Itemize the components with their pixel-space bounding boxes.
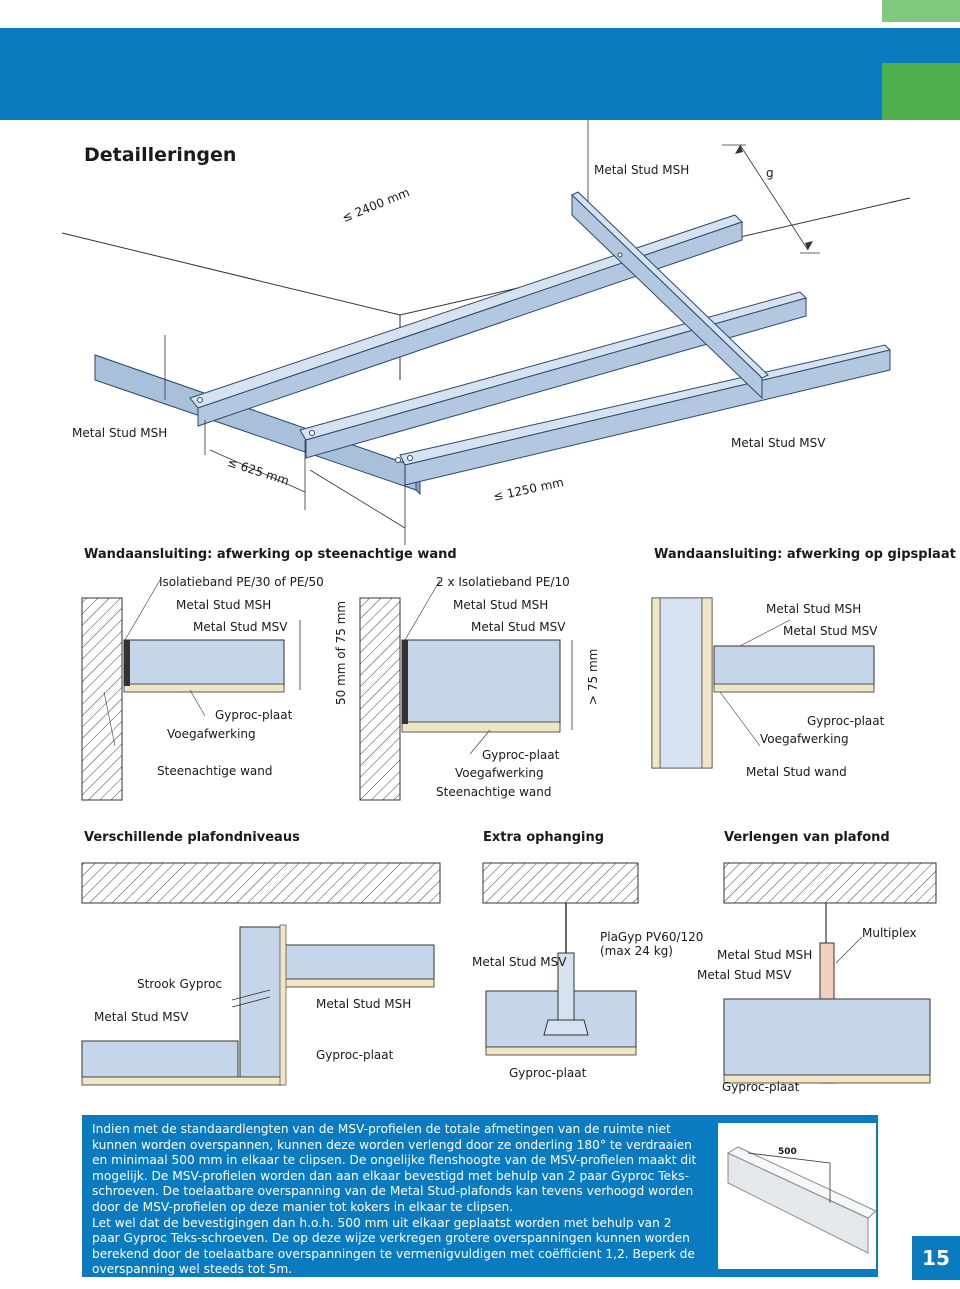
label-top-msh: Metal Stud MSH [594,163,690,177]
d5-msv: Metal Stud MSV [472,955,567,969]
info-text: Indien met de standaardlengten van de MS… [92,1122,702,1278]
d6-multiplex: Multiplex [862,926,917,940]
d2-dim: > 75 mm [586,648,600,705]
d3-voeg: Voegafwerking [760,732,849,746]
d2-msv: Metal Stud MSV [471,620,566,634]
d5-gyproc: Gyproc-plaat [509,1066,587,1080]
d4-gyproc: Gyproc-plaat [316,1048,394,1062]
d1-isolatieband: Isolatieband PE/30 of PE/50 [159,575,324,589]
page-number: 15 [912,1236,960,1280]
info-paragraph-2: Let wel dat de bevestigingen dan h.o.h. … [92,1215,695,1277]
d4-msv: Metal Stud MSV [94,1010,189,1024]
ceiling-perspective-drawing [61,120,911,545]
label-g: g [766,166,774,180]
d1-gyproc: Gyproc-plaat [215,708,293,722]
info-paragraph-1: Indien met de standaardlengten van de MS… [92,1122,697,1214]
d1-msh: Metal Stud MSH [176,598,272,612]
d1-msv: Metal Stud MSV [193,620,288,634]
section-title-steenachtig: Wandaansluiting: afwerking op steenachti… [84,547,457,562]
d3-wand: Metal Stud wand [746,765,847,779]
d3-msv: Metal Stud MSV [783,624,878,638]
d3-gyproc: Gyproc-plaat [807,714,885,728]
label-right-msv: Metal Stud MSV [731,436,826,450]
d3-msh: Metal Stud MSH [766,602,862,616]
d2-voeg: Voegafwerking [455,766,544,780]
d1-voeg: Voegafwerking [167,727,256,741]
d4-msh: Metal Stud MSH [316,997,412,1011]
d1-wand: Steenachtige wand [157,764,273,778]
corner-accent [882,0,960,22]
wall-connection-drawings [81,579,875,801]
section-title-gipsplaat: Wandaansluiting: afwerking op gipsplaat [654,547,956,562]
d2-gyproc: Gyproc-plaat [482,748,560,762]
d6-gyproc: Gyproc-plaat [722,1080,800,1094]
section-title-verlengen: Verlengen van plafond [724,830,890,845]
d6-msv: Metal Stud MSV [697,968,792,982]
d5-plagyp: PlaGyp PV60/120 [600,930,704,944]
d2-wand: Steenachtige wand [436,785,552,799]
profile-photo: 500 [718,1123,877,1269]
header-accent [882,63,960,120]
d5-plagyp-max: (max 24 kg) [600,944,673,958]
section-title-extra-ophanging: Extra ophanging [483,830,605,845]
d4-strook: Strook Gyproc [137,977,223,991]
lower-detail-drawings [81,862,937,1086]
section-title-plafondniveaus: Verschillende plafondniveaus [84,830,300,845]
page-title: Detailleringen [84,144,237,166]
photo-label-500: 500 [778,1147,797,1157]
d2-msh: Metal Stud MSH [453,598,549,612]
d6-msh: Metal Stud MSH [717,948,813,962]
d1-dim: 50 mm of 75 mm [334,600,348,705]
d2-isolatieband: 2 x Isolatieband PE/10 [436,575,570,589]
header-bar [0,28,960,120]
label-left-msh: Metal Stud MSH [72,426,168,440]
